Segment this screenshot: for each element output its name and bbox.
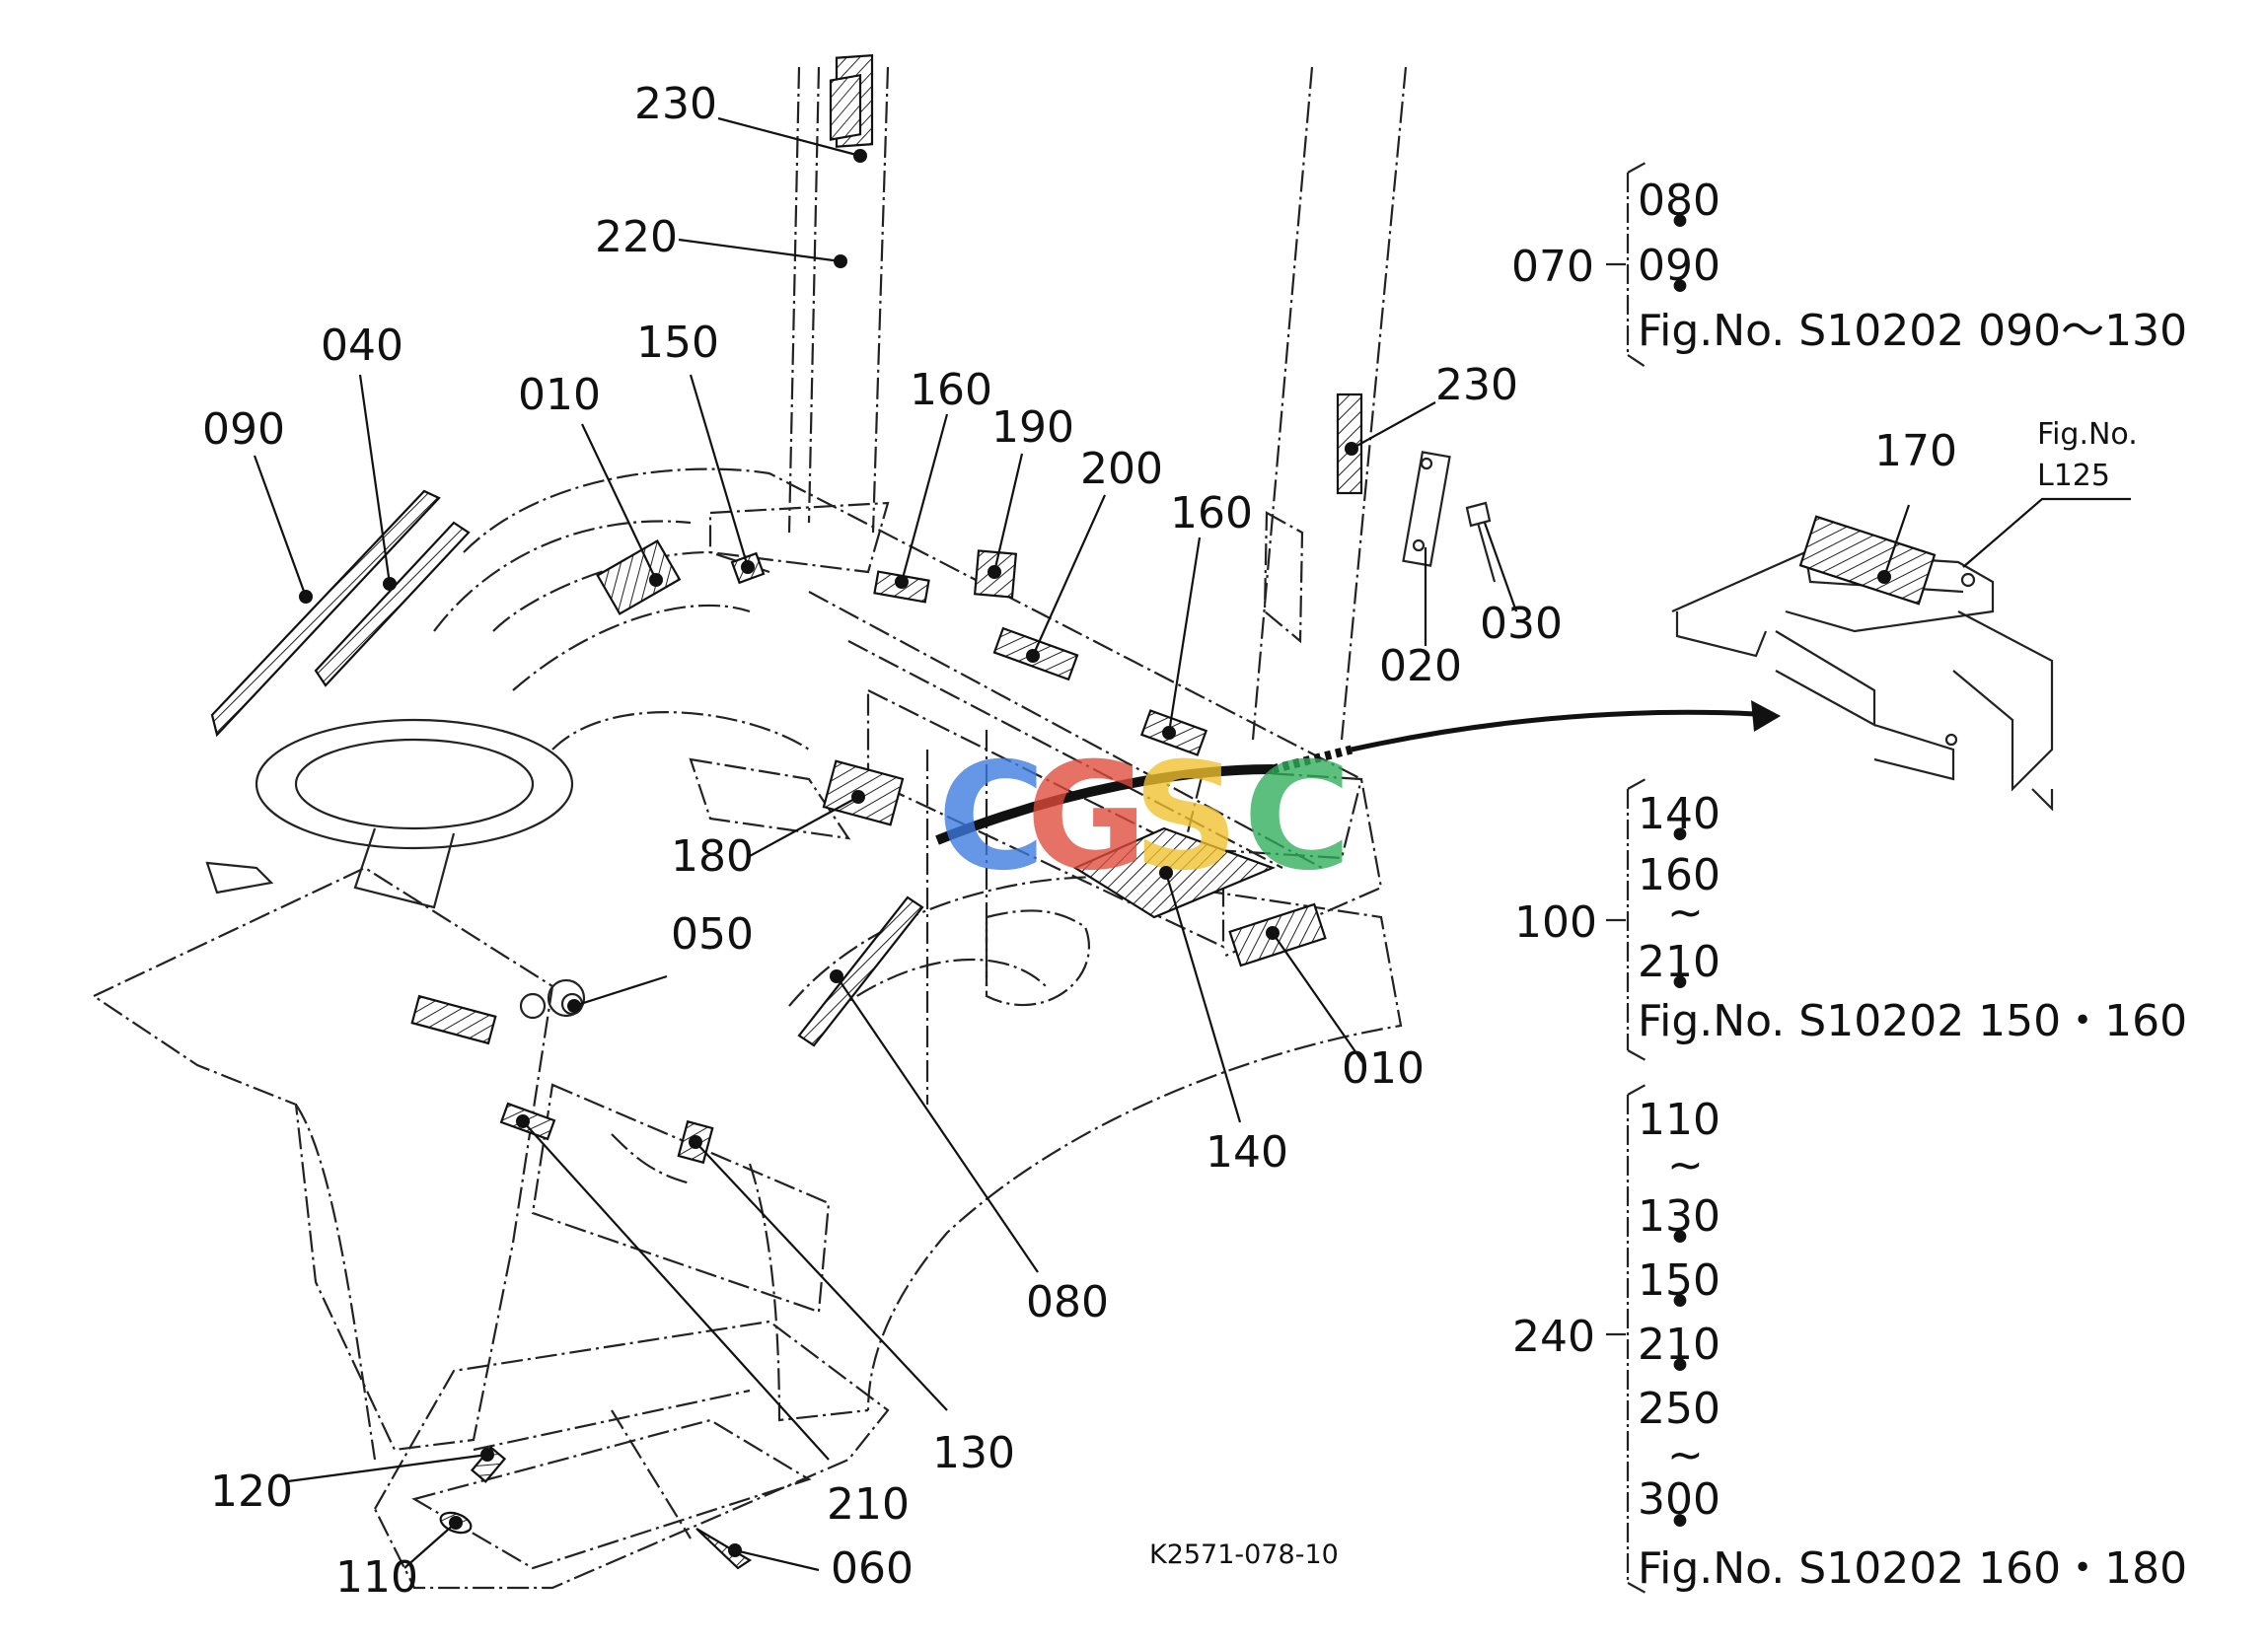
leader-lines — [253, 116, 2131, 1572]
group-100: 100 140 • 160 ~ 210 • Fig.No. S10202 150… — [1514, 778, 2187, 1061]
callout-200: 200 — [1080, 444, 1163, 494]
group-240-item-0: 110 — [1638, 1095, 1720, 1145]
callout-210: 210 — [827, 1479, 910, 1530]
callout-010-a: 010 — [518, 370, 601, 420]
group-070-item-0: 080 — [1638, 176, 1720, 226]
group-100-item-0: 140 — [1638, 789, 1720, 839]
callout-230-top: 230 — [634, 79, 717, 129]
callout-190: 190 — [991, 402, 1074, 453]
reference-arrow — [935, 700, 1781, 845]
callout-080: 080 — [1026, 1277, 1109, 1327]
figref-inset-label: Fig.No. — [2037, 417, 2138, 452]
callout-030: 030 — [1480, 599, 1563, 649]
group-240-sep-2: • — [1667, 1277, 1693, 1327]
watermark-letter-c2: C — [1243, 732, 1352, 903]
callout-050: 050 — [671, 909, 754, 960]
callout-120: 120 — [210, 1467, 293, 1517]
callout-160-a: 160 — [910, 365, 992, 415]
callout-150: 150 — [636, 318, 719, 368]
group-100-figref: Fig.No. S10202 150・160 — [1638, 996, 2187, 1046]
callout-140: 140 — [1206, 1127, 1288, 1178]
small-parts — [560, 451, 1497, 1016]
callout-180: 180 — [671, 831, 754, 882]
callout-labels: 230 220 150 160 190 200 160 010 040 090 … — [202, 79, 2138, 1603]
drawing-code: K2571-078-10 — [1149, 1539, 1339, 1570]
figref-inset-value: L125 — [2037, 459, 2110, 493]
steering-wheel — [205, 718, 586, 1020]
callout-020: 020 — [1379, 641, 1462, 691]
group-240-item-4: 250 — [1638, 1384, 1720, 1434]
callout-040: 040 — [321, 321, 403, 371]
group-100-sep-1: ~ — [1667, 888, 1704, 938]
group-240-sep-3: • — [1667, 1341, 1693, 1392]
group-id-240: 240 — [1512, 1312, 1595, 1362]
group-070-item-1: 090 — [1638, 241, 1720, 291]
group-id-100: 100 — [1514, 897, 1597, 948]
group-070: 070 080 • 090 • Fig.No. S10202 090～130 — [1511, 162, 2187, 368]
callout-060: 060 — [831, 1543, 914, 1594]
group-070-sep-1: • — [1667, 262, 1693, 313]
callout-220: 220 — [595, 212, 678, 262]
callout-230-right: 230 — [1435, 360, 1518, 410]
callout-160-b: 160 — [1170, 488, 1253, 538]
group-id-070: 070 — [1511, 242, 1594, 292]
group-100-item-1: 160 — [1638, 850, 1720, 900]
group-100-item-2: 210 — [1638, 937, 1720, 987]
group-100-sep-2: • — [1667, 959, 1693, 1009]
group-240-item-3: 210 — [1638, 1320, 1720, 1370]
tractor-outline — [91, 66, 1408, 1590]
group-240-item-2: 150 — [1638, 1255, 1720, 1306]
callout-170: 170 — [1874, 426, 1957, 476]
group-240-figref: Fig.No. S10202 160・180 — [1638, 1543, 2187, 1594]
group-240-sep-1: • — [1667, 1213, 1693, 1263]
callout-010-b: 010 — [1342, 1043, 1425, 1094]
group-240-sep-0: ~ — [1667, 1140, 1704, 1190]
watermark: C G S C — [937, 732, 1352, 903]
group-240-sep-5: • — [1667, 1497, 1693, 1547]
callout-090: 090 — [202, 404, 285, 455]
callout-130: 130 — [932, 1428, 1015, 1478]
watermark-letter-g: G — [1026, 732, 1147, 903]
group-100-sep-0: • — [1667, 811, 1693, 861]
group-070-sep-0: • — [1667, 197, 1693, 248]
callout-110: 110 — [335, 1552, 418, 1603]
group-070-figref: Fig.No. S10202 090～130 — [1638, 306, 2187, 356]
watermark-letter-c1: C — [937, 732, 1046, 903]
group-240-item-5: 300 — [1638, 1474, 1720, 1525]
group-240-sep-4: ~ — [1667, 1430, 1704, 1480]
cab-bracket-inset — [1671, 515, 2054, 812]
group-240-item-1: 130 — [1638, 1191, 1720, 1242]
watermark-letter-s: S — [1133, 732, 1239, 903]
group-240: 240 110 ~ 130 • 150 • 210 • 250 ~ 300 • … — [1512, 1084, 2187, 1594]
